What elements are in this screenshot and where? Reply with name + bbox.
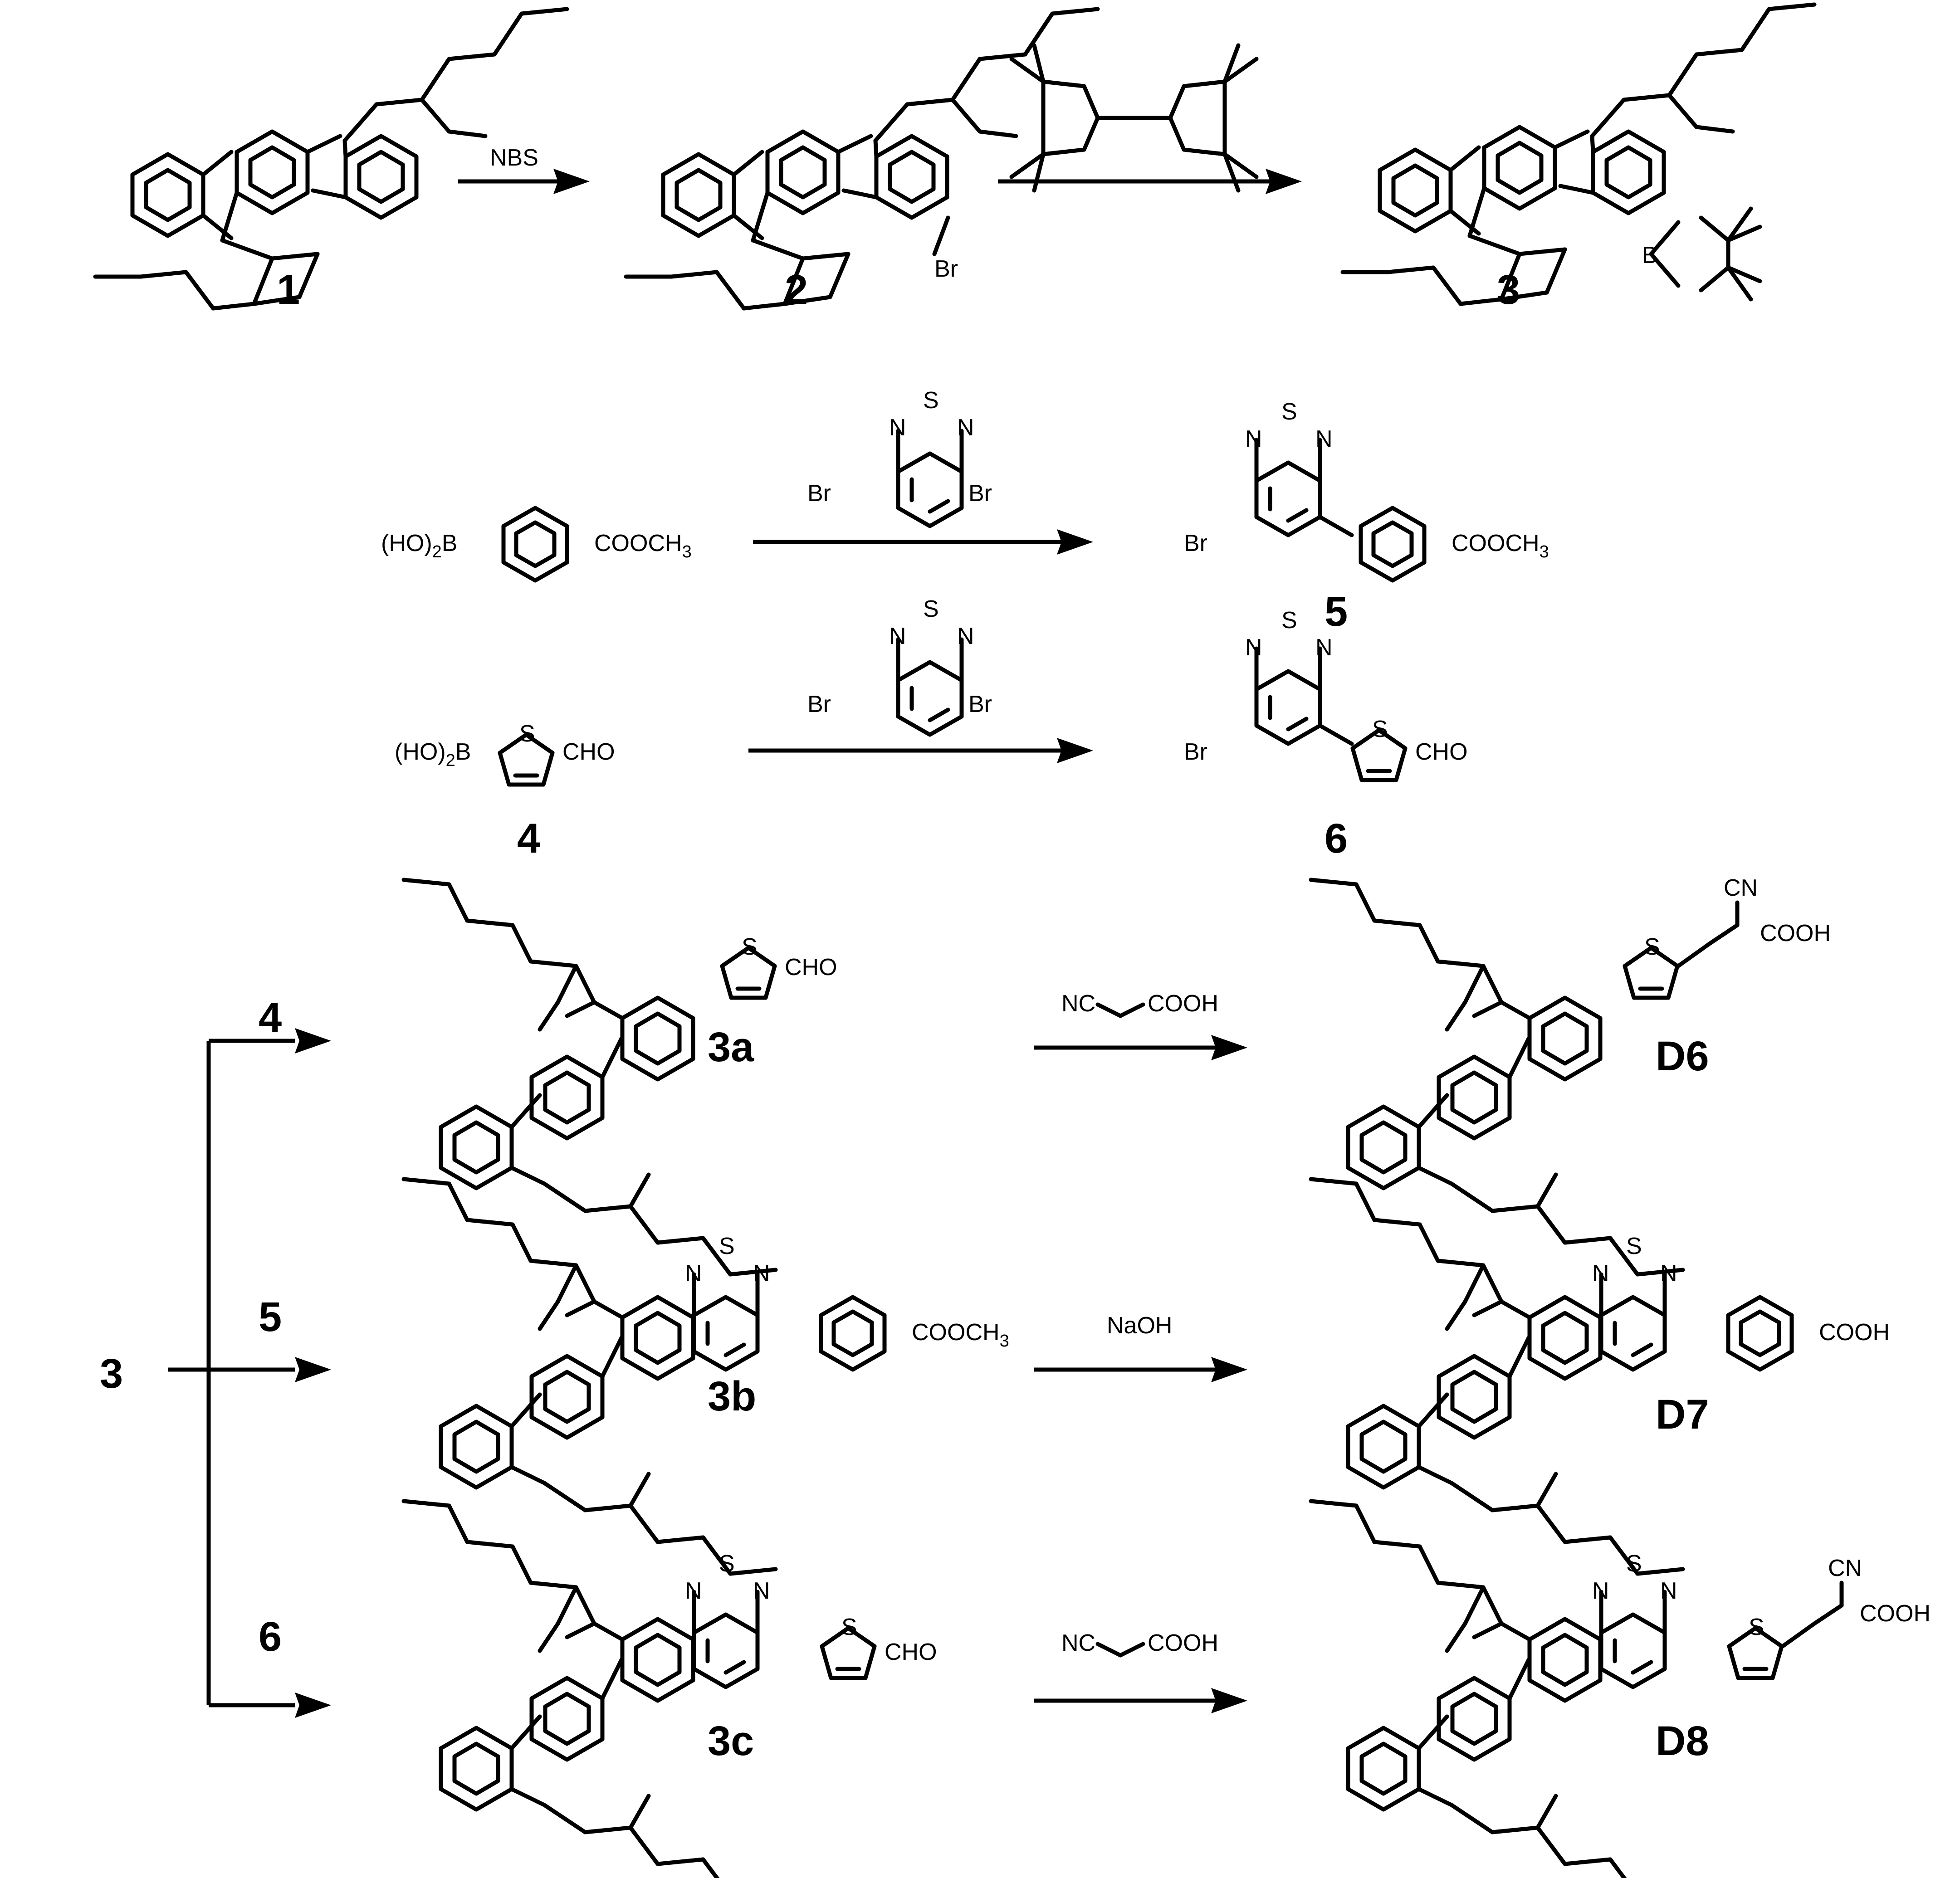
- reagent-nbs: NBS: [490, 145, 538, 171]
- svg-text:CHO: CHO: [1415, 739, 1468, 765]
- svg-text:Br: Br: [807, 691, 831, 717]
- svg-text:COOCH3: COOCH3: [912, 1319, 1009, 1351]
- svg-text:N: N: [685, 1578, 702, 1604]
- atom-s: S: [923, 387, 939, 414]
- boronic-acid-benzoate: (HO)2B: [381, 530, 457, 561]
- svg-text:COOH: COOH: [1819, 1319, 1890, 1346]
- svg-text:COOH: COOH: [1148, 990, 1218, 1017]
- svg-text:S: S: [841, 1614, 857, 1640]
- svg-text:N: N: [1245, 426, 1262, 452]
- svg-text:N: N: [957, 623, 974, 649]
- svg-text:COOH: COOH: [1148, 1630, 1218, 1656]
- dibromo-btd-reagent-2: [898, 639, 962, 735]
- svg-text:S: S: [742, 934, 758, 960]
- svg-text:CHO: CHO: [885, 1639, 937, 1665]
- atom-br: Br: [934, 256, 958, 282]
- compound-5: [1256, 440, 1320, 535]
- compound-label-2: 2: [785, 267, 808, 313]
- compound-3: [1343, 5, 1814, 304]
- svg-text:S: S: [1372, 716, 1388, 742]
- branch-label-4: 4: [259, 995, 282, 1041]
- svg-text:N: N: [753, 1578, 770, 1604]
- svg-text:Br: Br: [968, 691, 992, 717]
- compound-label-1: 1: [277, 267, 300, 313]
- compound-label-5: 5: [1325, 589, 1348, 635]
- svg-text:COOH: COOH: [1860, 1600, 1931, 1627]
- svg-text:N: N: [685, 1260, 702, 1287]
- svg-text:Br: Br: [1184, 530, 1207, 556]
- svg-text:N: N: [1315, 426, 1333, 452]
- atom-br: Br: [968, 480, 992, 507]
- compound-d6: [1311, 880, 1683, 1274]
- compound-6: [1256, 649, 1320, 744]
- svg-text:COOH: COOH: [1760, 920, 1831, 946]
- arrowhead: [553, 169, 590, 194]
- atom-br: Br: [807, 480, 831, 507]
- svg-text:S: S: [1749, 1614, 1764, 1640]
- svg-text:CN: CN: [1828, 1555, 1862, 1581]
- compound-label-d7: D7: [1656, 1391, 1709, 1438]
- svg-text:S: S: [519, 721, 535, 747]
- compound-label-3: 3: [1497, 267, 1520, 313]
- svg-text:Br: Br: [1184, 739, 1207, 765]
- svg-text:N: N: [1660, 1578, 1677, 1604]
- compound-3a: [404, 880, 776, 1274]
- svg-text:S: S: [719, 1551, 735, 1577]
- aldehyde-group: CHO: [562, 739, 615, 765]
- svg-text:S: S: [1281, 399, 1297, 425]
- svg-text:NC: NC: [1061, 1630, 1095, 1656]
- svg-text:N: N: [753, 1260, 770, 1287]
- atom-b: B: [1642, 242, 1658, 268]
- atom-n: N: [889, 415, 906, 441]
- compound-label-4: 4: [517, 815, 540, 862]
- svg-text:CN: CN: [1724, 875, 1758, 901]
- svg-text:N: N: [1592, 1578, 1609, 1604]
- svg-text:S: S: [923, 596, 939, 622]
- compound-label-6: 6: [1325, 815, 1348, 862]
- branch-label-5: 5: [259, 1294, 282, 1340]
- compound-label-3c: 3c: [708, 1718, 754, 1764]
- svg-text:CHO: CHO: [785, 954, 837, 980]
- svg-text:N: N: [1592, 1260, 1609, 1287]
- dibromo-btd-reagent-1: [898, 431, 962, 526]
- svg-text:N: N: [1245, 634, 1262, 661]
- compound-label-3a: 3a: [708, 1024, 754, 1070]
- branch-label-6: 6: [259, 1614, 282, 1660]
- reagent-cyanoacetic: NC: [1061, 990, 1095, 1017]
- ester-group: COOCH3: [594, 530, 692, 561]
- svg-text:S: S: [1626, 1551, 1642, 1577]
- compound-label-d8: D8: [1656, 1718, 1709, 1764]
- svg-text:S: S: [1281, 607, 1297, 634]
- svg-text:S: S: [1626, 1233, 1642, 1259]
- svg-text:S: S: [719, 1233, 735, 1259]
- atom-n: N: [957, 415, 974, 441]
- boronic-acid-thiophene: (HO)2B: [395, 739, 471, 770]
- svg-text:N: N: [1315, 634, 1333, 661]
- svg-text:COOCH3: COOCH3: [1452, 530, 1549, 561]
- reagent-naoh: NaOH: [1107, 1312, 1172, 1339]
- b2pin2-reagent: [1009, 43, 1259, 193]
- svg-text:N: N: [889, 623, 906, 649]
- compound-label-3b: 3b: [708, 1373, 756, 1419]
- compound-label-d6: D6: [1656, 1033, 1709, 1079]
- svg-text:S: S: [1644, 934, 1660, 960]
- svg-text:N: N: [1660, 1260, 1677, 1287]
- branch-start-label: 3: [100, 1351, 123, 1397]
- compound-2: [626, 9, 1098, 308]
